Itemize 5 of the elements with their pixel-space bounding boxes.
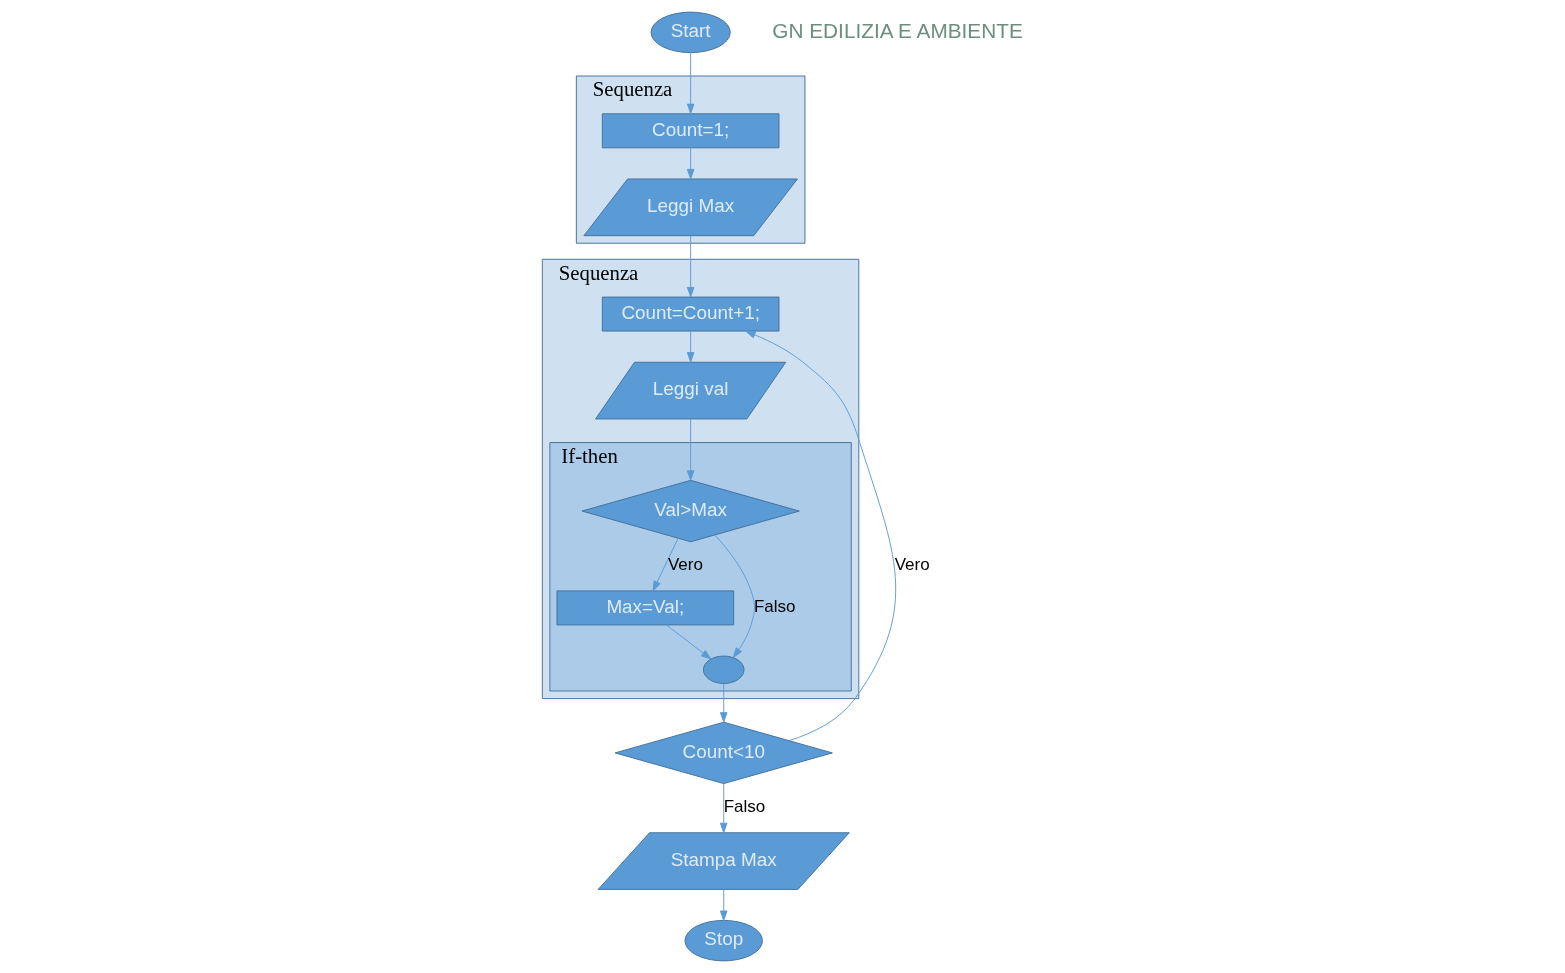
label: GN EDILIZIA E AMBIENTE xyxy=(771,18,1023,42)
edge-label: Falso xyxy=(723,797,765,817)
edge-label: Falso xyxy=(753,597,796,617)
edge-label: Vero xyxy=(894,555,930,575)
edge-label: Vero xyxy=(667,555,703,575)
